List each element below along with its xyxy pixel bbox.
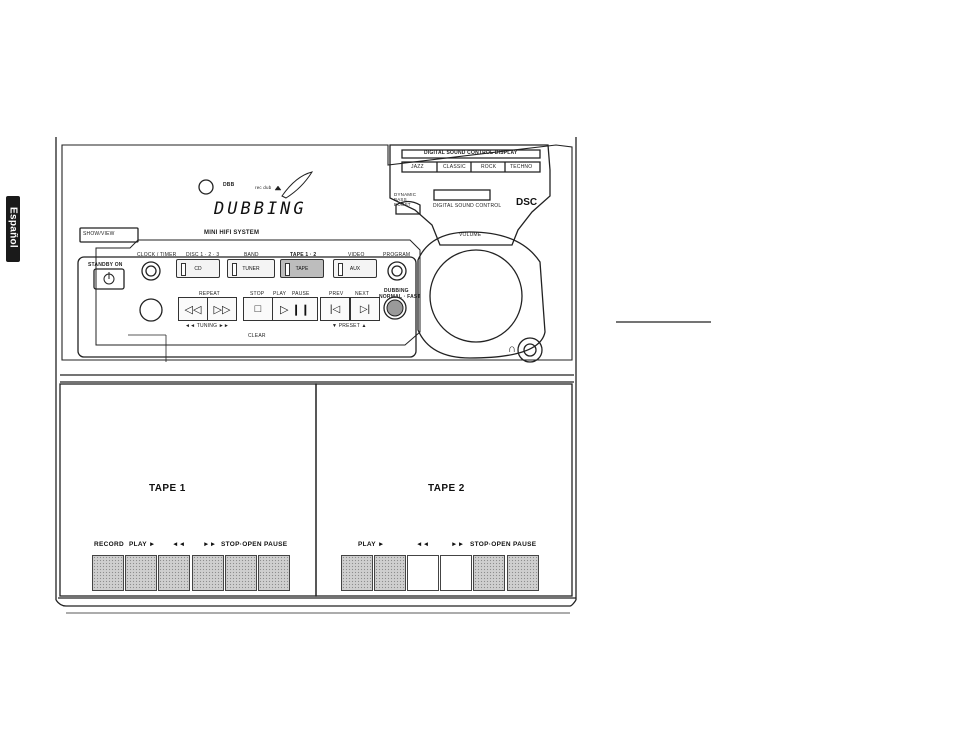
language-tab: Español [6,196,20,262]
volume-label: VOLUME [459,232,482,238]
tape2-play-button-right[interactable] [374,555,406,591]
tuner-button[interactable]: TUNER [227,259,275,278]
show-view-button-label[interactable]: SHOW/VIEW [83,231,115,237]
dsc-preset-jazz[interactable]: JAZZ [411,164,424,170]
headphone-jack[interactable] [518,338,542,362]
display-dbb-indicator: DBB [223,182,235,188]
tape1-rewind-button[interactable] [158,555,190,591]
volume-knob[interactable] [430,250,522,342]
tape1-play-button[interactable] [125,555,157,591]
program-label: PROGRAM [383,252,411,258]
tape2-rewind-label: ◄◄ [416,541,430,548]
dubbing-speed-label: NORMAL · FAST [379,294,421,300]
play-label: PLAY [273,291,287,297]
rewind-icon: ◁◁ [184,303,202,316]
clock-timer-label: CLOCK / TIMER [137,252,177,258]
tape2-play-label: PLAY ► [358,541,385,548]
disc-label: DISC 1 · 2 · 3 [186,252,220,258]
tape1-ff-label: ►► [203,541,217,548]
rewind-button[interactable]: ◁◁ [178,297,208,321]
next-icon: ▷| [359,303,371,315]
play-pause-icon: ▷ ❙❙ [280,303,310,316]
stop-button[interactable]: □ [243,297,273,321]
aux-button-label: AUX [349,265,361,272]
cd-button[interactable]: CD [176,259,220,278]
dsc-preset-techno[interactable]: TECHNO [510,164,533,170]
tape2-ff-label: ►► [451,541,465,548]
dsc-display-label: DIGITAL SOUND CONTROL DISPLAY [424,150,518,156]
tape1-record-label: RECORD [94,541,124,548]
display-dubbing-text: DUBBING [214,199,307,219]
dsc-preset-rock[interactable]: ROCK [481,164,497,170]
tape2-pause-button[interactable] [507,555,539,591]
cd-indicator [181,263,186,276]
band-label: BAND [244,252,259,258]
tuning-label: ◄◄ TUNING ►► [185,323,230,329]
pause-label: PAUSE [292,291,310,297]
prev-button[interactable]: |◁ [320,297,350,321]
stop-icon: □ [254,303,262,315]
tape1-rewind-label: ◄◄ [172,541,186,548]
dsc-control-label: DIGITAL SOUND CONTROL [433,203,502,209]
aux-indicator [338,263,343,276]
tape2-stop-button[interactable] [473,555,505,591]
tape-button[interactable]: TAPE [280,259,324,278]
tape1-pause-label: PAUSE [264,541,288,548]
tape2-stop-label: STOP·OPEN [470,541,511,548]
standby-label: STANDBY ON [88,262,123,268]
video-label: VIDEO [348,252,365,258]
prev-label: PREV [329,291,344,297]
play-pause-button[interactable]: ▷ ❙❙ [272,297,318,321]
tape1-stop-button[interactable] [225,555,257,591]
dubbing-label: DUBBING [384,288,409,294]
tuner-indicator [232,263,237,276]
tape1-ff-button[interactable] [192,555,224,591]
tape2-title: TAPE 2 [428,483,465,494]
tape-select-label: TAPE 1 · 2 [290,252,317,258]
tape1-record-button[interactable] [92,555,124,591]
tape1-title: TAPE 1 [149,483,186,494]
dubbing-button[interactable] [384,297,406,319]
tape1-play-label: PLAY ► [129,541,156,548]
tape-indicator [285,263,290,276]
dbb-label: DYNAMIC BASS BOOST [394,192,417,207]
fast-forward-button[interactable]: ▷▷ [207,297,237,321]
tuner-button-label: TUNER [242,265,260,272]
aux-button[interactable]: AUX [333,259,377,278]
fast-forward-icon: ▷▷ [213,303,231,316]
cd-button-label: CD [194,265,202,272]
dsc-preset-classic[interactable]: CLASSIC [443,164,466,170]
stop-label: STOP [250,291,265,297]
repeat-label: REPEAT [199,291,220,297]
headphone-icon: ∩ [508,343,516,355]
tape2-ff-button[interactable] [440,555,472,591]
clear-label: CLEAR [248,333,266,339]
display-tape-indicators: rec dub [255,185,272,190]
tape2-pause-label: PAUSE [513,541,537,548]
tape-button-label: TAPE [295,265,309,272]
next-button[interactable]: ▷| [350,297,380,321]
dsc-logo: DSC [516,197,538,208]
power-button[interactable] [94,269,124,289]
tape2-rewind-button[interactable] [407,555,439,591]
display-brand-line: MINI HIFI SYSTEM [204,230,260,236]
tape1-stop-label: STOP·OPEN [221,541,262,548]
tape1-pause-button[interactable] [258,555,290,591]
tape2-play-button-left[interactable] [341,555,373,591]
prev-icon: |◁ [329,303,341,315]
next-label: NEXT [355,291,370,297]
preset-label: ▼ PRESET ▲ [332,323,367,329]
